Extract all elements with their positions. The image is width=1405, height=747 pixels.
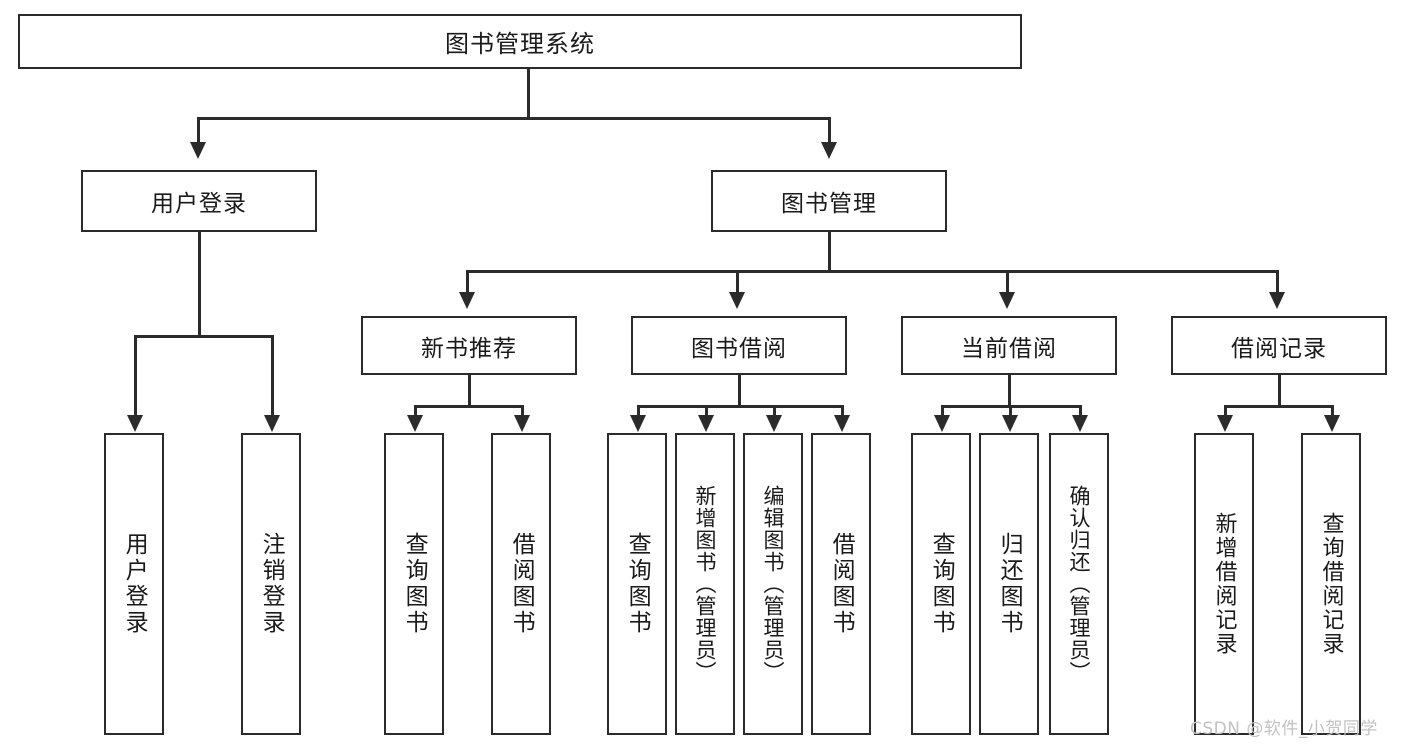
connector-user-login-bus (134, 335, 273, 338)
connector-borrowrecord-bus (1224, 405, 1334, 408)
node-book-manage[interactable]: 图书管理 (711, 170, 947, 232)
arrow-to-book-borrow (729, 292, 745, 309)
arrow-to-leaf-query-book-1 (407, 415, 423, 432)
arrow-to-new-book (459, 292, 475, 309)
leaf-edit-book-admin[interactable]: 编辑图书（管理员） (743, 433, 803, 735)
connector-borrowrecord-stem (1278, 375, 1281, 405)
leaf-add-book-admin[interactable]: 新增图书（管理员） (675, 433, 735, 735)
connector-bb-drop-4 (841, 405, 844, 415)
connector-newbook-stem (468, 375, 471, 405)
connector-cb-drop-3 (1079, 405, 1082, 415)
leaf-logout[interactable]: 注销登录 (241, 433, 301, 735)
node-new-book-recommend[interactable]: 新书推荐 (361, 316, 577, 375)
connector-cb-drop-1 (941, 405, 944, 415)
connector-newbook-drop-1 (414, 405, 417, 415)
node-root[interactable]: 图书管理系统 (18, 14, 1022, 69)
connector-bm-drop-2 (736, 270, 739, 292)
leaf-borrow-book-borrow[interactable]: 借阅图书 (811, 433, 871, 735)
arrow-to-leaf-logout (264, 415, 280, 432)
node-borrow-record[interactable]: 借阅记录 (1171, 316, 1387, 375)
arrow-to-leaf-query-book-2 (630, 415, 646, 432)
arrow-to-user-login (190, 142, 206, 159)
connector-newbook-drop-2 (521, 405, 524, 415)
leaf-query-book-borrow[interactable]: 查询图书 (607, 433, 667, 735)
arrow-to-current-borrow (999, 292, 1015, 309)
arrow-to-leaf-borrow-book-2 (834, 415, 850, 432)
connector-bb-drop-1 (637, 405, 640, 415)
leaf-return-book[interactable]: 归还图书 (979, 433, 1039, 735)
connector-root-right-drop (828, 117, 831, 142)
arrow-to-leaf-return-book (1002, 415, 1018, 432)
connector-bm-drop-3 (1006, 270, 1009, 292)
connector-user-login-drop-2 (271, 335, 274, 415)
arrow-to-borrow-record (1269, 292, 1285, 309)
arrow-to-leaf-add-record (1217, 415, 1233, 432)
leaf-add-borrow-record[interactable]: 新增借阅记录 (1194, 433, 1254, 735)
connector-book-manage-stem (828, 232, 831, 270)
connector-cb-drop-2 (1009, 405, 1012, 415)
node-book-borrow[interactable]: 图书借阅 (631, 316, 847, 375)
leaf-query-book-newbook[interactable]: 查询图书 (384, 433, 444, 735)
leaf-query-book-current[interactable]: 查询图书 (911, 433, 971, 735)
leaf-query-borrow-record[interactable]: 查询借阅记录 (1301, 433, 1361, 735)
arrow-to-leaf-borrow-book-1 (514, 415, 530, 432)
connector-user-login-drop-1 (134, 335, 137, 415)
arrow-to-leaf-add-book (698, 415, 714, 432)
connector-newbook-bus (414, 405, 524, 408)
node-current-borrow[interactable]: 当前借阅 (901, 316, 1117, 375)
arrow-to-leaf-user-login (127, 415, 143, 432)
leaf-confirm-return-admin[interactable]: 确认归还（管理员） (1049, 433, 1109, 735)
node-user-login[interactable]: 用户登录 (81, 170, 317, 232)
arrow-to-book-manage (821, 142, 837, 159)
connector-root-stem (527, 69, 530, 117)
connector-root-left-drop (197, 117, 200, 142)
watermark-text: CSDN @软件_小贺同学 (1190, 719, 1378, 739)
arrow-to-leaf-edit-book (766, 415, 782, 432)
connector-currentborrow-bus (941, 405, 1082, 408)
connector-br-drop-2 (1331, 405, 1334, 415)
connector-book-manage-bus (466, 270, 1278, 273)
connector-currentborrow-stem (1008, 375, 1011, 405)
connector-user-login-stem (198, 232, 201, 335)
connector-bookborrow-stem (738, 375, 741, 405)
connector-bb-drop-3 (773, 405, 776, 415)
arrow-to-leaf-confirm-return (1072, 415, 1088, 432)
arrow-to-leaf-query-record (1324, 415, 1340, 432)
leaf-user-login[interactable]: 用户登录 (104, 433, 164, 735)
connector-bb-drop-2 (705, 405, 708, 415)
connector-bm-drop-4 (1276, 270, 1279, 292)
leaf-borrow-book-newbook[interactable]: 借阅图书 (491, 433, 551, 735)
connector-br-drop-1 (1224, 405, 1227, 415)
connector-bookborrow-bus (637, 405, 844, 408)
connector-root-bus (197, 117, 830, 120)
connector-bm-drop-1 (466, 270, 469, 292)
arrow-to-leaf-query-book-3 (934, 415, 950, 432)
